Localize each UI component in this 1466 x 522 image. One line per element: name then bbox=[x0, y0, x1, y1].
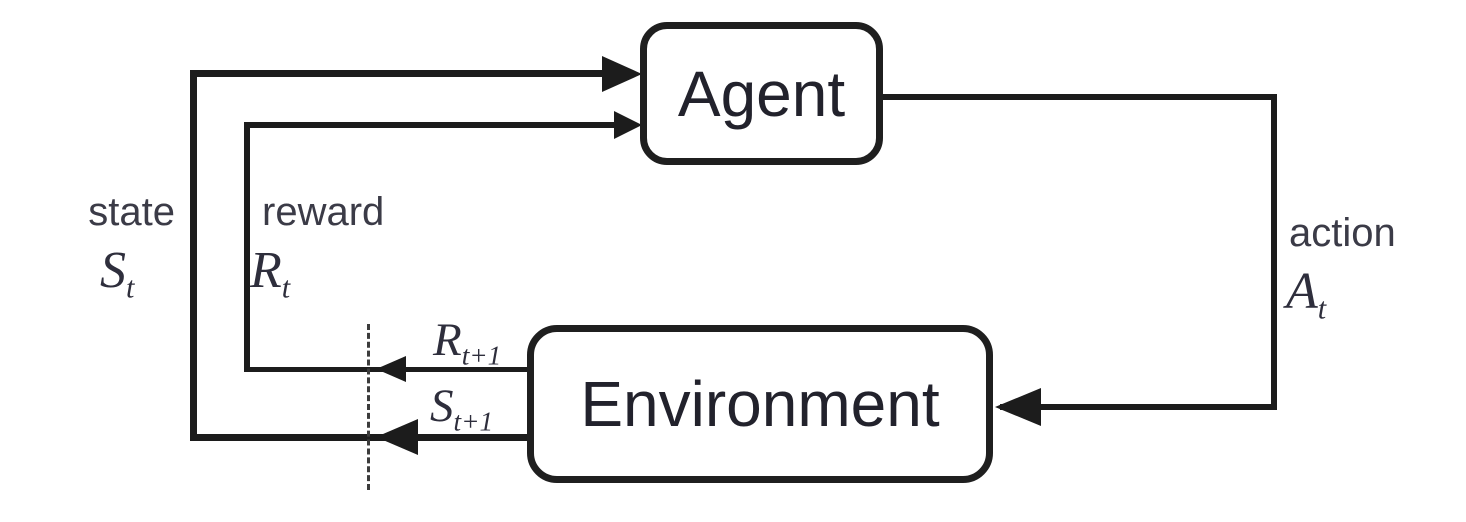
next-state-arrowhead-icon bbox=[376, 419, 418, 455]
next-state-symbol: St+1 bbox=[430, 380, 494, 437]
action-symbol: At bbox=[1286, 263, 1327, 326]
next-state-line bbox=[190, 434, 532, 441]
state-edge-label: state bbox=[88, 190, 175, 234]
action-top-line bbox=[883, 94, 1277, 100]
environment-node: Environment bbox=[527, 325, 993, 483]
reward-loop-vertical-line bbox=[244, 122, 250, 372]
next-reward-symbol: Rt+1 bbox=[433, 314, 502, 371]
state-symbol: St bbox=[100, 242, 135, 305]
environment-node-label: Environment bbox=[580, 368, 940, 440]
time-step-dashed-boundary bbox=[367, 324, 370, 490]
action-bottom-line bbox=[1000, 404, 1277, 410]
reward-loop-top-line bbox=[244, 122, 617, 128]
reward-arrowhead-icon bbox=[614, 111, 642, 139]
reward-edge-label: reward bbox=[262, 190, 385, 234]
action-vertical-line bbox=[1271, 94, 1277, 410]
agent-node-label: Agent bbox=[677, 57, 846, 130]
state-arrowhead-icon bbox=[602, 56, 642, 92]
reward-symbol: Rt bbox=[250, 242, 291, 305]
state-loop-vertical-line bbox=[190, 70, 197, 441]
state-loop-top-line bbox=[190, 70, 604, 77]
action-arrowhead-icon bbox=[995, 388, 1041, 426]
agent-node: Agent bbox=[640, 22, 883, 165]
next-reward-arrowhead-icon bbox=[376, 356, 406, 382]
action-edge-label: action bbox=[1289, 211, 1396, 255]
